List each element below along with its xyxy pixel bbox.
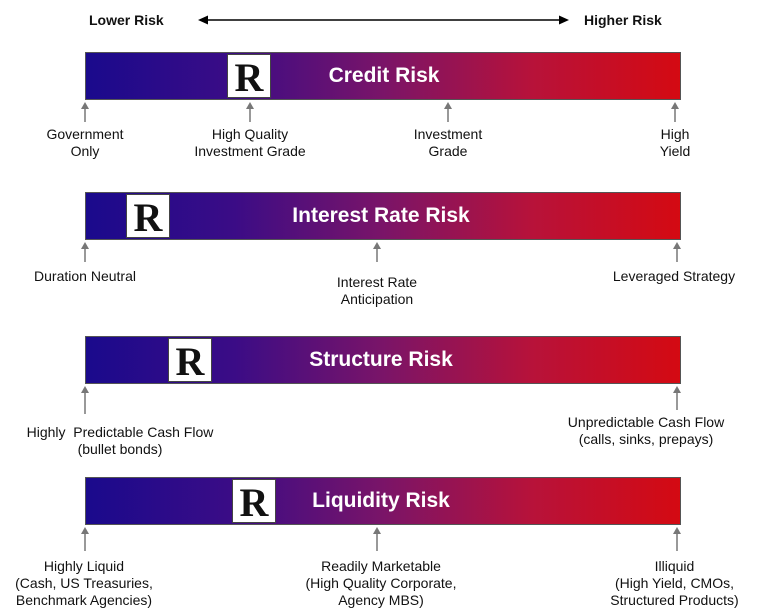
marker-arrow	[444, 102, 452, 122]
interest-label-duration-neutral: Duration Neutral	[34, 268, 136, 284]
marker-arrow	[81, 102, 89, 122]
structure-risk-bar: R Structure Risk	[85, 336, 681, 384]
liquidity-label-readily-marketable: Readily Marketable(High Quality Corporat…	[305, 558, 457, 608]
marker-arrow	[373, 242, 381, 262]
bar-title: Credit Risk	[328, 64, 440, 87]
marker-arrow	[81, 242, 89, 262]
interest-rate-risk-bar: R Interest Rate Risk	[85, 192, 681, 240]
svg-text:R: R	[240, 482, 270, 520]
liquidity-label-highly-liquid: Highly Liquid(Cash, US Treasuries,Benchm…	[15, 558, 153, 608]
marker-arrow	[673, 242, 681, 262]
r-logo-icon: R	[227, 54, 271, 98]
marker-arrow	[246, 102, 254, 122]
svg-text:R: R	[134, 197, 164, 235]
interest-label-leveraged-strategy: Leveraged Strategy	[612, 268, 736, 284]
svg-text:R: R	[235, 57, 265, 95]
r-logo-icon: R	[168, 338, 212, 382]
bar-title: Structure Risk	[309, 348, 453, 371]
bar-title: Liquidity Risk	[312, 489, 450, 512]
r-logo-icon: R	[232, 479, 276, 523]
structure-label-predictable-cash-flow: Highly Predictable Cash Flow(bullet bond…	[26, 424, 214, 457]
credit-risk-bar: R Credit Risk	[85, 52, 681, 100]
higher-risk-label: Higher Risk	[584, 12, 662, 28]
bar-title: Interest Rate Risk	[292, 204, 470, 227]
liquidity-label-illiquid: Illiquid(High Yield, CMOs,Structured Pro…	[610, 558, 739, 608]
marker-arrow	[81, 527, 89, 551]
marker-arrow	[671, 102, 679, 122]
marker-arrow	[373, 527, 381, 551]
lower-risk-label: Lower Risk	[89, 12, 164, 28]
marker-arrow	[673, 527, 681, 551]
structure-label-unpredictable-cash-flow: Unpredictable Cash Flow(calls, sinks, pr…	[567, 414, 725, 447]
svg-text:R: R	[176, 341, 206, 379]
risk-scale-arrow	[198, 15, 569, 25]
marker-arrow	[673, 386, 681, 410]
marker-arrow	[81, 386, 89, 414]
r-logo-icon: R	[126, 194, 170, 238]
liquidity-risk-bar: R Liquidity Risk	[85, 477, 681, 525]
